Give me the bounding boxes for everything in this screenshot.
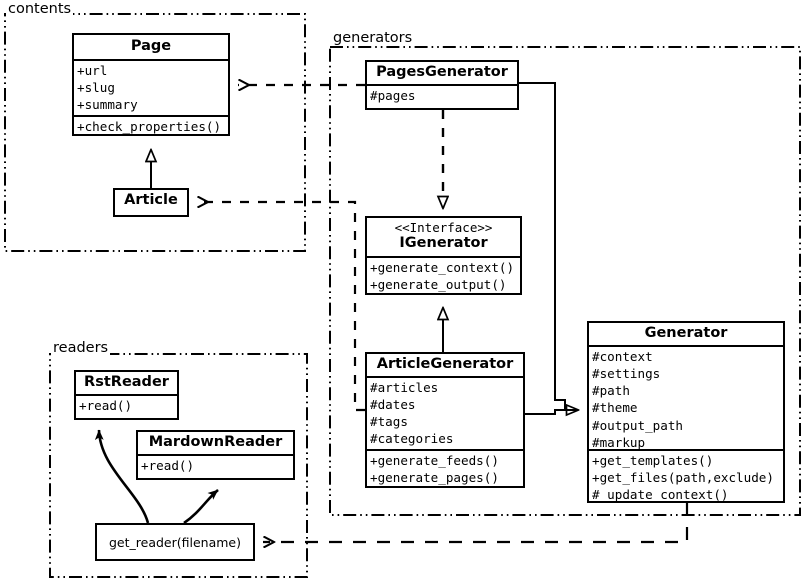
attribute: +summary: [77, 97, 138, 113]
edge-articlegenerator-inherits-generator: [525, 409, 578, 415]
class-page-attributes: +url +slug +summary: [74, 58, 228, 115]
attribute: #articles: [370, 379, 439, 395]
class-generator-attributes: #context #settings #path #theme #output_…: [589, 344, 783, 450]
package-label-readers: readers: [51, 340, 111, 356]
class-igenerator[interactable]: <<Interface>> IGenerator +generate_conte…: [365, 216, 522, 295]
attribute: #context: [592, 348, 653, 364]
method: +check_properties(): [77, 118, 222, 134]
class-generator-methods: +get_templates() +get_files(path,exclude…: [589, 448, 783, 506]
class-rstreader[interactable]: RstReader +read(): [74, 370, 179, 420]
class-mardownreader[interactable]: MardownReader +read(): [136, 430, 295, 480]
function-get-reader[interactable]: get_reader(filename): [95, 523, 255, 561]
class-article[interactable]: Article: [113, 188, 189, 217]
class-generator-title: Generator: [644, 325, 728, 341]
edge-articlegenerator-uses-article: [197, 202, 365, 412]
class-article-title: Article: [124, 192, 178, 208]
attribute: #settings: [592, 365, 661, 381]
package-label-generators: generators: [331, 30, 415, 46]
class-page-methods: +check_properties(): [74, 114, 228, 137]
attribute: #path: [592, 383, 630, 399]
edge-get-reader-returns-mardownreader: [183, 489, 219, 525]
class-igenerator-name: IGenerator: [399, 235, 488, 252]
class-mardownreader-title: MardownReader: [148, 434, 283, 450]
class-page-title: Page: [130, 38, 172, 54]
package-label-contents: contents: [6, 1, 74, 17]
class-articlegenerator[interactable]: ArticleGenerator #articles #dates #tags …: [365, 352, 525, 488]
method: #_update_context(): [592, 487, 729, 503]
class-mardownreader-methods: +read(): [138, 453, 293, 476]
class-generator[interactable]: Generator #context #settings #path #them…: [587, 321, 785, 503]
edge-pagesgenerator-inherits-generator: [519, 82, 578, 410]
class-pagesgenerator-attributes: #pages: [367, 83, 517, 106]
method: +generate_context(): [370, 260, 515, 276]
class-igenerator-methods: +generate_context() +generate_output(): [367, 256, 520, 296]
edge-generator-uses-get-reader: [263, 503, 689, 542]
class-articlegenerator-methods: +generate_feeds() +generate_pages(): [367, 448, 523, 489]
method: +read(): [79, 397, 133, 413]
class-pagesgenerator-title: PagesGenerator: [376, 64, 508, 80]
class-igenerator-title: <<Interface>> IGenerator: [367, 218, 520, 256]
class-articlegenerator-attributes: #articles #dates #tags #categories: [367, 375, 523, 449]
class-page[interactable]: Page +url +slug +summary +check_properti…: [72, 33, 230, 136]
class-rstreader-title: RstReader: [84, 374, 169, 390]
method: +generate_feeds(): [370, 452, 499, 468]
attribute: #output_path: [592, 417, 683, 433]
attribute: +url: [77, 62, 108, 78]
class-igenerator-stereotype: <<Interface>>: [394, 220, 493, 235]
class-articlegenerator-title: ArticleGenerator: [376, 356, 514, 372]
attribute: +slug: [77, 79, 115, 95]
method: +get_templates(): [592, 452, 714, 468]
method: +read(): [141, 457, 195, 473]
attribute: #categories: [370, 431, 454, 447]
attribute: #theme: [592, 400, 638, 416]
method: +generate_output(): [370, 277, 507, 293]
class-rstreader-methods: +read(): [76, 393, 177, 416]
attribute: #pages: [370, 87, 416, 103]
function-get-reader-label: get_reader(filename): [109, 534, 241, 550]
method: +get_files(path,exclude): [592, 469, 774, 485]
attribute: #tags: [370, 414, 408, 430]
attribute: #dates: [370, 396, 416, 412]
class-pagesgenerator[interactable]: PagesGenerator #pages: [365, 60, 519, 110]
method: +generate_pages(): [370, 469, 499, 485]
